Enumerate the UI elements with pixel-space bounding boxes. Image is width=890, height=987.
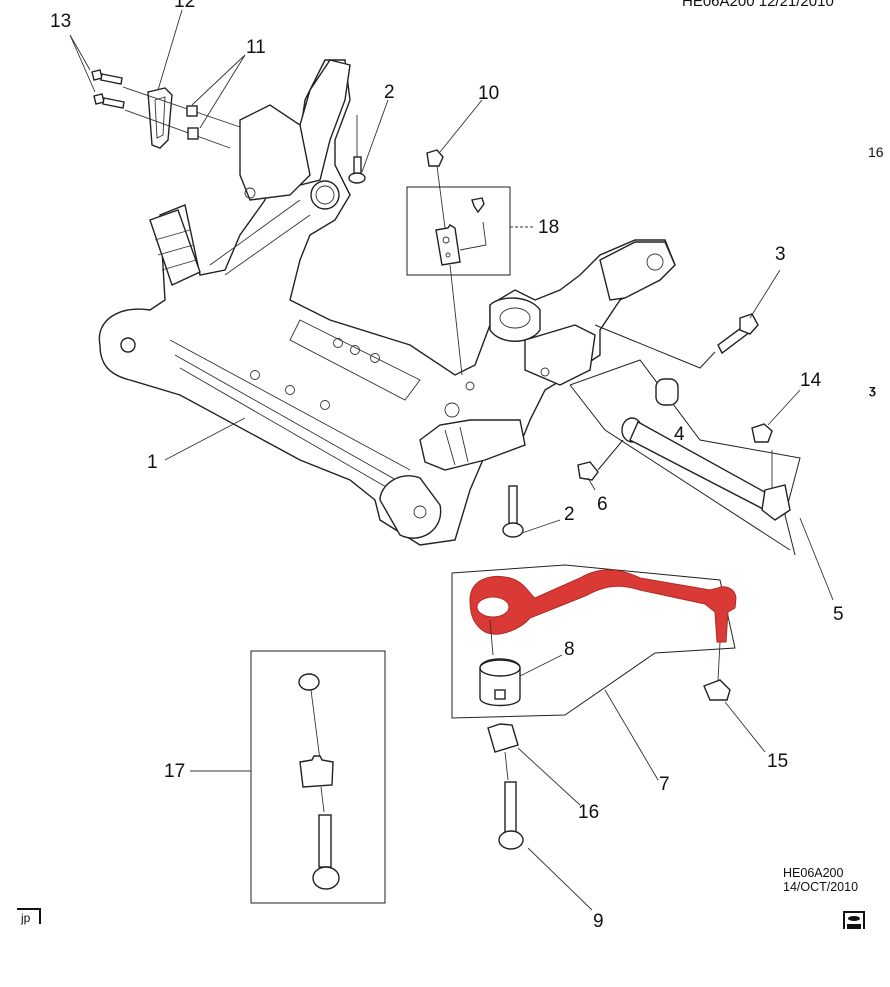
callout-8: 8 bbox=[564, 639, 575, 660]
box-17 bbox=[250, 650, 386, 904]
bracket-assembly bbox=[91, 69, 241, 149]
callout-12: 12 bbox=[174, 0, 196, 12]
callout-3: 3 bbox=[775, 244, 786, 265]
leader-lines bbox=[69, 9, 834, 911]
corner-mark: jp bbox=[17, 908, 41, 925]
callout-10: 10 bbox=[478, 83, 500, 104]
callout-5: 5 bbox=[833, 604, 844, 625]
callout-7: 7 bbox=[659, 774, 670, 795]
callout-2-upper: 2 bbox=[384, 82, 395, 103]
bolt-2-upper bbox=[348, 115, 366, 184]
highlighted-control-arm bbox=[451, 564, 737, 850]
callout-17: 17 bbox=[164, 761, 186, 782]
callout-13: 13 bbox=[50, 11, 72, 32]
front-subframe bbox=[98, 59, 676, 546]
callout-14: 14 bbox=[800, 370, 822, 391]
print-icon-oval bbox=[848, 916, 860, 921]
print-icon-base bbox=[847, 924, 861, 929]
callout-15: 15 bbox=[767, 751, 789, 772]
callout-2-lower: 2 bbox=[564, 504, 575, 525]
callout-18: 18 bbox=[538, 217, 560, 238]
callout-6: 6 bbox=[597, 494, 608, 515]
lateral-link-5 bbox=[569, 359, 801, 556]
diagram-code-date: HE06A200 12/21/2010 bbox=[682, 0, 834, 10]
footer-date-text: 14/OCT/2010 bbox=[783, 880, 859, 895]
footer-code-text: HE06A200 bbox=[783, 866, 844, 880]
bolt-3 bbox=[594, 313, 759, 369]
callout-9: 9 bbox=[593, 911, 604, 932]
edge-number: 16 bbox=[868, 144, 884, 160]
box-18 bbox=[406, 149, 511, 376]
callout-11: 11 bbox=[246, 37, 266, 58]
callout-4: 4 bbox=[674, 424, 685, 445]
print-icon[interactable] bbox=[843, 911, 865, 929]
footer-code: HE06A200 14/OCT/2010 bbox=[783, 866, 858, 895]
callout-16: 16 bbox=[578, 802, 600, 823]
bolt-2-lower bbox=[502, 485, 524, 538]
callout-1: 1 bbox=[147, 452, 158, 473]
edge-glyph: ʒ bbox=[869, 382, 876, 397]
